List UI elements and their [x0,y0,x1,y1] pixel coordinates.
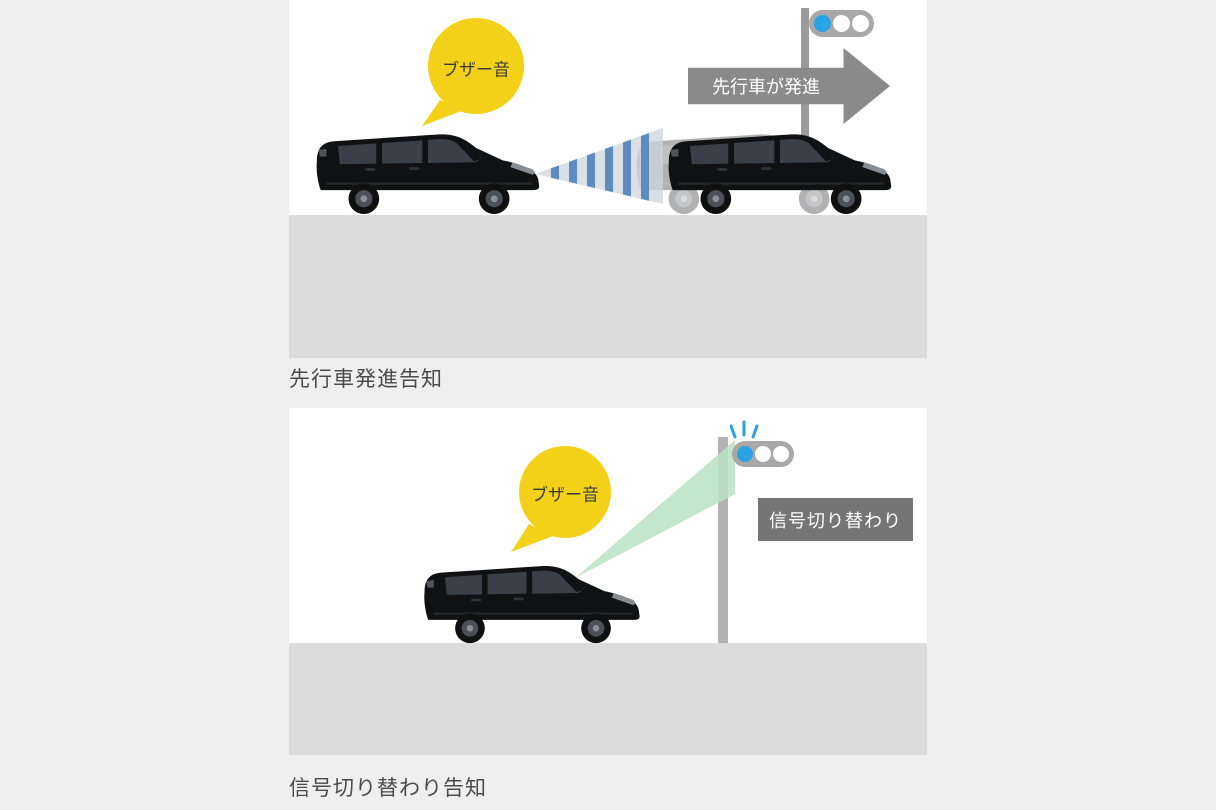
flash-icon [730,420,759,439]
traffic-light-icon [732,441,794,467]
traffic-light-icon [809,10,874,37]
lamp-icon [773,446,789,462]
blue-lamp-icon [737,446,753,462]
speech-bubble-icon [422,18,524,126]
signal-detection-beam-icon [575,440,735,578]
preceding-car [661,123,901,215]
panel2-caption: 信号切り替わり告知 [289,777,487,800]
lamp-icon [852,15,869,32]
road [289,215,927,358]
panel-preceding-car-start-notice: 先行車が発進 ブザー音 [289,0,927,358]
buzzer-label: ブザー音 [442,60,510,80]
panel1-caption: 先行車発進告知 [289,368,443,391]
buzzer-speech-bubble: ブザー音 [406,12,546,134]
blue-lamp-icon [814,15,831,32]
sensor-beam-icon [535,128,663,204]
departure-arrow-label: 先行車が発進 [712,77,820,97]
own-car [417,555,649,644]
signal-change-label: 信号切り替わり [758,498,913,541]
panel-signal-change-notice: 信号切り替わり ブザー音 [289,408,927,755]
buzzer-speech-bubble: ブザー音 [497,442,633,560]
buzzer-label: ブザー音 [531,485,599,505]
own-car [309,123,549,215]
signal-pole [718,437,728,643]
road [289,643,927,755]
lamp-icon [755,446,771,462]
speech-bubble-icon [511,446,611,552]
lamp-icon [833,15,850,32]
